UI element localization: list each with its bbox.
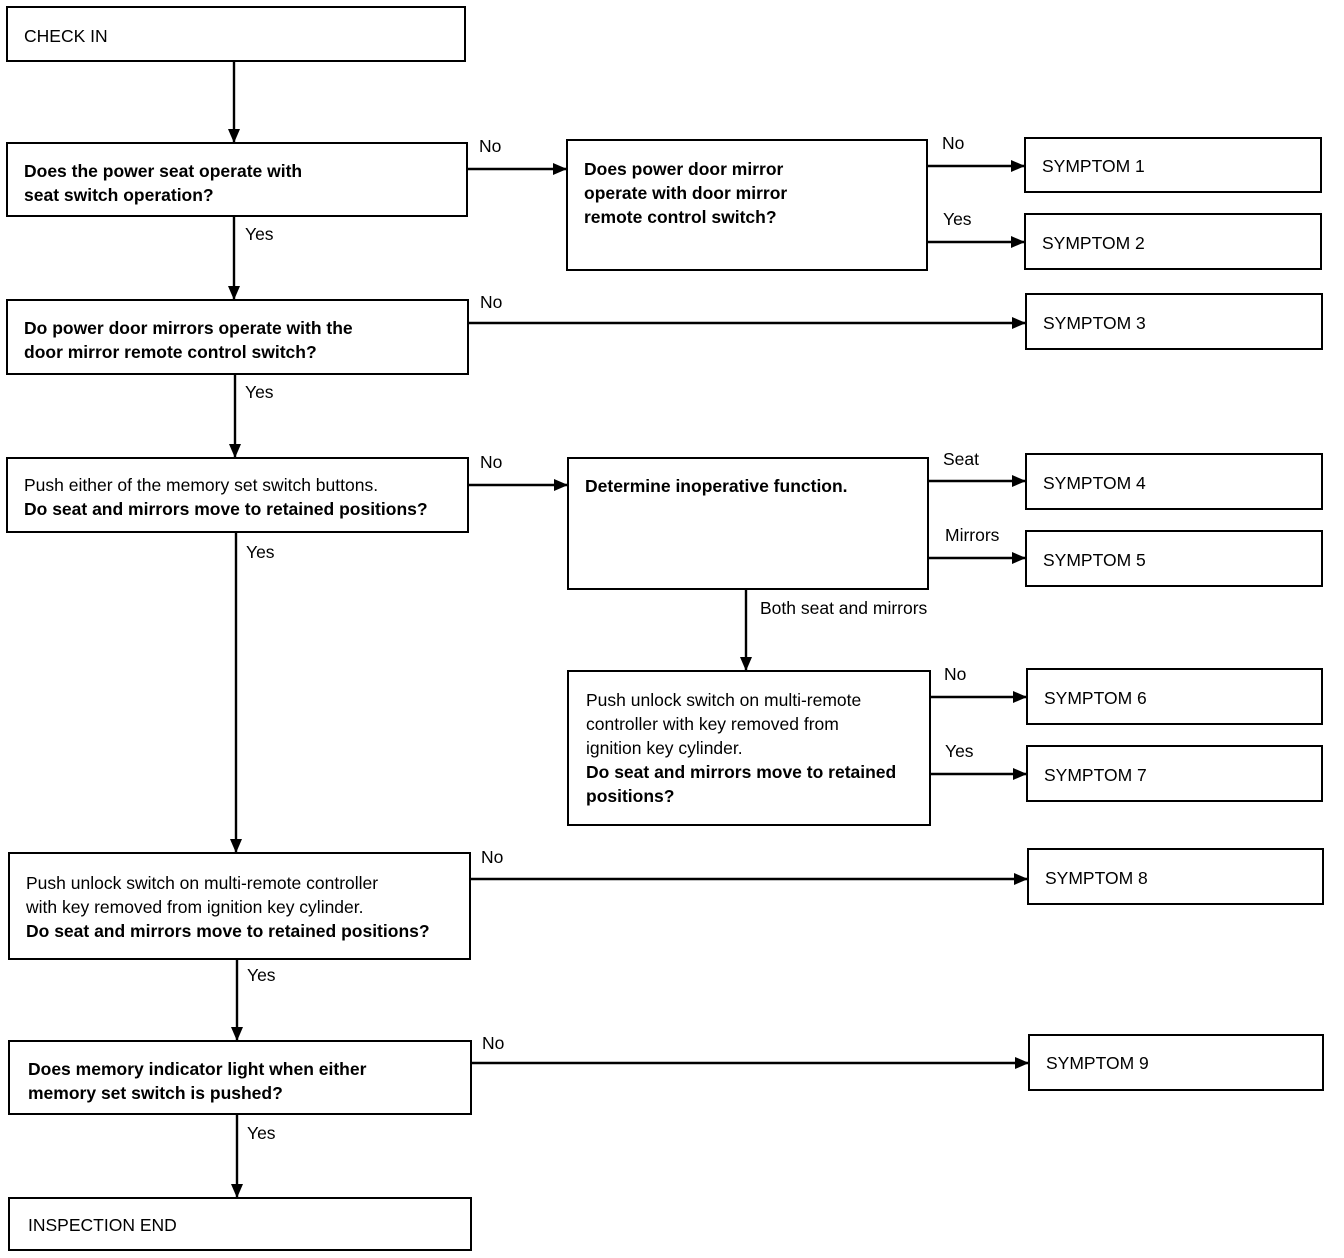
q4-box: Push unlock switch on multi-remote contr… — [8, 852, 471, 960]
symptom-7-label: SYMPTOM 7 — [1044, 765, 1147, 785]
label-q4-no: No — [481, 847, 504, 867]
symptom-9-label: SYMPTOM 9 — [1046, 1053, 1149, 1073]
q3b-line-1: Determine inoperative function. — [585, 476, 848, 496]
label-q3b-mirrors: Mirrors — [945, 525, 1000, 545]
label-q3b-seat: Seat — [943, 449, 979, 469]
symptom-5-box: SYMPTOM 5 — [1025, 530, 1323, 587]
q3c-line-5: positions? — [586, 786, 675, 806]
symptom-1-box: SYMPTOM 1 — [1024, 137, 1322, 193]
symptom-1-label: SYMPTOM 1 — [1042, 156, 1145, 176]
label-q4-yes: Yes — [247, 965, 276, 985]
q3c-line-4: Do seat and mirrors move to retained — [586, 762, 897, 782]
symptom-4-box: SYMPTOM 4 — [1025, 453, 1323, 510]
q4-line-2: with key removed from ignition key cylin… — [26, 897, 364, 917]
label-q3c-no: No — [944, 664, 967, 684]
q2-box: Do power door mirrors operate with the d… — [6, 299, 469, 375]
label-q3b-both: Both seat and mirrors — [760, 598, 928, 618]
q1-box: Does the power seat operate with seat sw… — [6, 142, 468, 217]
q3c-box: Push unlock switch on multi-remote contr… — [567, 670, 931, 826]
q2-line-2: door mirror remote control switch? — [24, 342, 317, 362]
label-q5-yes: Yes — [247, 1123, 276, 1143]
symptom-8-label: SYMPTOM 8 — [1045, 868, 1148, 888]
q1b-line-1: Does power door mirror — [584, 159, 784, 179]
label-q5-no: No — [482, 1033, 505, 1053]
label-q1b-no: No — [942, 133, 965, 153]
symptom-8-box: SYMPTOM 8 — [1027, 848, 1324, 905]
label-q3-yes: Yes — [246, 542, 275, 562]
q5-box: Does memory indicator light when either … — [8, 1040, 472, 1115]
q2-line-1: Do power door mirrors operate with the — [24, 318, 353, 338]
label-q1-yes: Yes — [245, 224, 274, 244]
symptom-7-box: SYMPTOM 7 — [1026, 745, 1323, 802]
q3c-line-3: ignition key cylinder. — [586, 738, 743, 758]
q4-line-1: Push unlock switch on multi-remote contr… — [26, 873, 379, 893]
label-q2-no: No — [480, 292, 503, 312]
label-q2-yes: Yes — [245, 382, 274, 402]
check-in-box: CHECK IN — [6, 6, 466, 62]
label-q3c-yes: Yes — [945, 741, 974, 761]
symptom-6-box: SYMPTOM 6 — [1026, 668, 1323, 725]
q3-line-2: Do seat and mirrors move to retained pos… — [24, 499, 428, 519]
symptom-2-box: SYMPTOM 2 — [1024, 213, 1322, 270]
q1b-box: Does power door mirror operate with door… — [566, 139, 928, 271]
q1b-line-2: operate with door mirror — [584, 183, 788, 203]
symptom-3-label: SYMPTOM 3 — [1043, 313, 1146, 333]
q4-line-3: Do seat and mirrors move to retained pos… — [26, 921, 430, 941]
q5-line-2: memory set switch is pushed? — [28, 1083, 283, 1103]
label-q3-no: No — [480, 452, 503, 472]
q3c-line-1: Push unlock switch on multi-remote — [586, 690, 862, 710]
symptom-4-label: SYMPTOM 4 — [1043, 473, 1146, 493]
symptom-9-box: SYMPTOM 9 — [1028, 1034, 1324, 1091]
symptom-5-label: SYMPTOM 5 — [1043, 550, 1146, 570]
inspection-end-text: INSPECTION END — [28, 1215, 177, 1235]
q3-line-1: Push either of the memory set switch but… — [24, 475, 379, 495]
q1-line-1: Does the power seat operate with — [24, 161, 303, 181]
symptom-3-box: SYMPTOM 3 — [1025, 293, 1323, 350]
q3b-box: Determine inoperative function. — [567, 457, 929, 590]
label-q1-no: No — [479, 136, 502, 156]
q3c-line-2: controller with key removed from — [586, 714, 839, 734]
inspection-end-box: INSPECTION END — [8, 1197, 472, 1251]
check-in-text: CHECK IN — [24, 26, 108, 46]
q5-line-1: Does memory indicator light when either — [28, 1059, 367, 1079]
symptom-6-label: SYMPTOM 6 — [1044, 688, 1147, 708]
label-q1b-yes: Yes — [943, 209, 972, 229]
q1-line-2: seat switch operation? — [24, 185, 214, 205]
q3-box: Push either of the memory set switch but… — [6, 457, 469, 533]
q1b-line-3: remote control switch? — [584, 207, 777, 227]
symptom-2-label: SYMPTOM 2 — [1042, 233, 1145, 253]
